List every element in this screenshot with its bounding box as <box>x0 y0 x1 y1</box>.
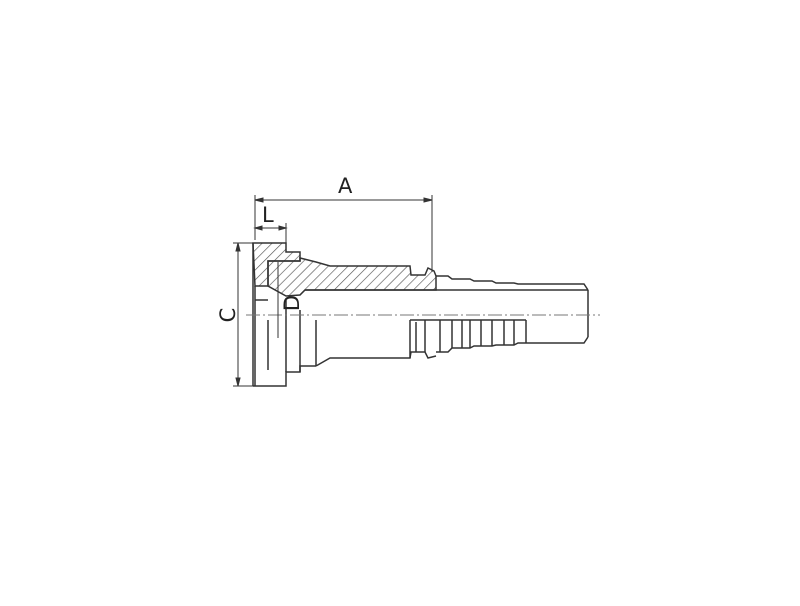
dimension-a <box>254 195 433 272</box>
dimension-l-label: L <box>262 203 274 227</box>
dimension-c <box>233 242 253 387</box>
dimension-a-label: A <box>338 174 353 198</box>
fitting-outline <box>252 243 589 387</box>
dimension-d-label: D <box>280 295 304 311</box>
section-hatching <box>252 242 437 297</box>
dimension-l <box>253 223 288 243</box>
dimension-c-label: C <box>216 308 240 323</box>
